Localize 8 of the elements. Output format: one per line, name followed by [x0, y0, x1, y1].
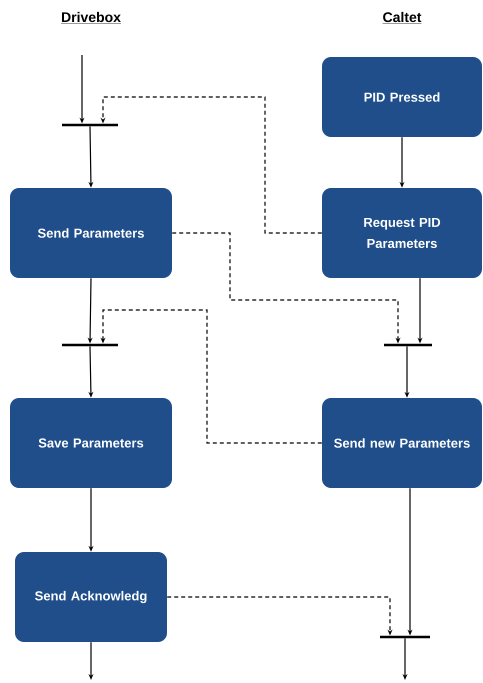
process-box: Save Parameters — [10, 398, 172, 488]
lane-heading: Drivebox — [60, 12, 122, 24]
process-box: Request PID Parameters — [322, 188, 482, 278]
process-box: PID Pressed — [322, 57, 482, 137]
process-box: Send Parameters — [10, 188, 172, 278]
process-box: Send new Parameters — [322, 398, 482, 488]
process-box: Send Acknowledg — [15, 552, 167, 642]
lane-heading: Caltet — [382, 12, 422, 24]
